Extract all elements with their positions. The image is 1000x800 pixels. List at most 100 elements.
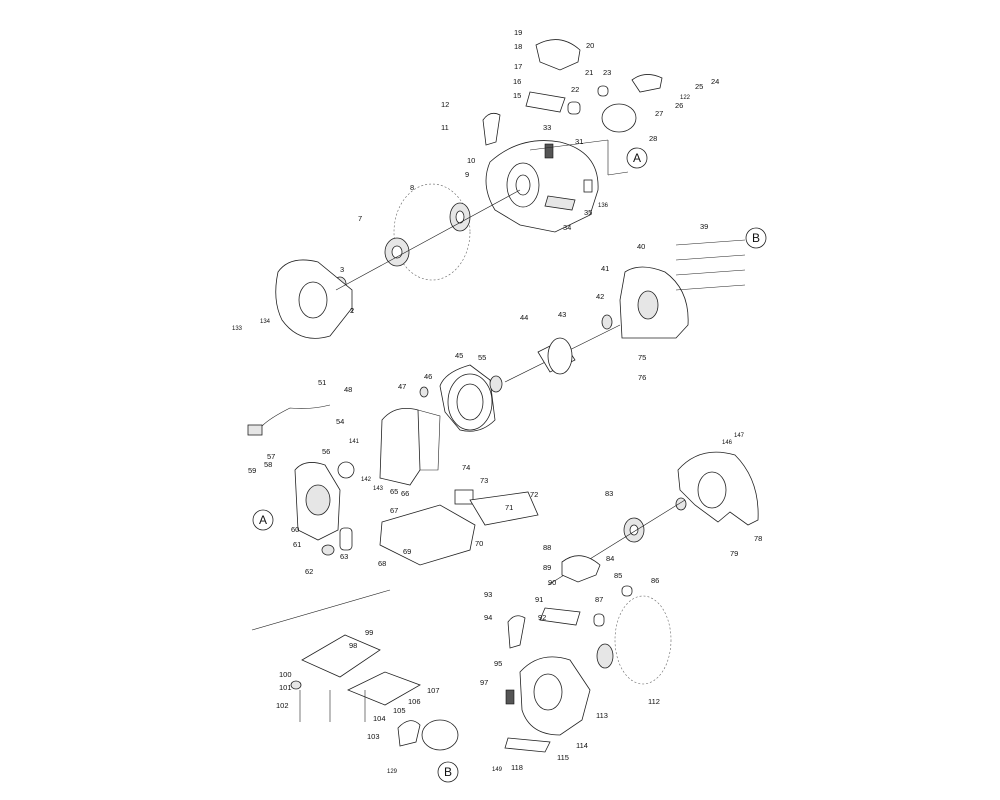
- capacitor-clamp: [321, 544, 335, 556]
- part-label-20: 20: [586, 41, 594, 50]
- switch-plate: [469, 491, 539, 526]
- part-label-67: 67: [390, 506, 398, 515]
- part-label-47: 47: [398, 382, 406, 391]
- callout-b-right: [745, 227, 767, 249]
- part-label-129: 129: [387, 769, 398, 775]
- bearing-rear: [489, 375, 503, 393]
- callout-a-top: [626, 147, 648, 169]
- switch: [454, 489, 474, 505]
- base-tray: [379, 504, 476, 566]
- part-label-62: 62: [305, 567, 313, 576]
- part-label-97: 97: [480, 678, 488, 687]
- part-label-41: 41: [601, 264, 609, 273]
- part-label-63: 63: [340, 552, 348, 561]
- motor-assembly: [247, 324, 621, 566]
- base-assembly: [251, 589, 421, 722]
- part-label-84: 84: [606, 554, 614, 563]
- part-label-75: 75: [638, 353, 646, 362]
- tongue-guard-right: [507, 615, 526, 649]
- power-plug: [247, 424, 263, 436]
- part-number-labels: 1237891011121516171819202122232425262728…: [232, 28, 762, 775]
- flange-hole: [455, 210, 465, 224]
- eye-shield-holder-right: [397, 720, 421, 747]
- leader-base: [251, 589, 391, 631]
- wheel-guard: [485, 140, 599, 233]
- shield-bracket: [525, 91, 566, 113]
- part-label-104: 104: [373, 714, 386, 723]
- bearing: [601, 314, 613, 330]
- part-label-26: 26: [675, 101, 683, 110]
- part-label-103: 103: [367, 732, 380, 741]
- bracket-bearing-seat: [637, 290, 659, 320]
- part-label-40: 40: [637, 242, 645, 251]
- grinding-wheel: [393, 183, 471, 281]
- part-label-44: 44: [520, 313, 528, 322]
- part-label-72: 72: [530, 490, 538, 499]
- part-label-79: 79: [730, 549, 738, 558]
- callout-a-left-text: A: [259, 513, 267, 527]
- part-label-106: 106: [408, 697, 421, 706]
- part-label-78: 78: [754, 534, 762, 543]
- lamp-bulb: [597, 85, 609, 97]
- part-label-87: 87: [595, 595, 603, 604]
- part-label-68: 68: [378, 559, 386, 568]
- part-label-136: 136: [598, 203, 609, 209]
- part-label-43: 43: [558, 310, 566, 319]
- part-label-99: 99: [365, 628, 373, 637]
- part-label-60: 60: [291, 525, 299, 534]
- part-label-51: 51: [318, 378, 326, 387]
- right-housing-assembly: [601, 239, 746, 339]
- part-label-42: 42: [596, 292, 604, 301]
- part-label-94: 94: [484, 613, 492, 622]
- part-label-101: 101: [279, 683, 292, 692]
- part-label-45: 45: [455, 351, 463, 360]
- eye-shield-right: [421, 719, 459, 751]
- part-label-16: 16: [513, 77, 521, 86]
- part-label-86: 86: [651, 576, 659, 585]
- part-label-107: 107: [427, 686, 440, 695]
- part-label-35: 35: [584, 208, 592, 217]
- part-label-95: 95: [494, 659, 502, 668]
- guard-hub-inner: [515, 174, 531, 196]
- stator-bore-inner: [456, 383, 484, 421]
- part-label-73: 73: [480, 476, 488, 485]
- part-label-143: 143: [373, 486, 384, 492]
- rubber-pad-tray: [347, 671, 421, 706]
- through-bolt: [675, 239, 746, 246]
- tongue-guard: [482, 112, 501, 146]
- part-label-113: 113: [596, 711, 608, 720]
- callout-a-top-text: A: [633, 151, 641, 165]
- nut: [419, 386, 429, 398]
- part-label-133: 133: [232, 326, 243, 332]
- part-label-46: 46: [424, 372, 432, 381]
- flange-outer-hole: [391, 245, 403, 259]
- spark-deflector: [544, 143, 554, 159]
- part-label-141: 141: [349, 439, 360, 445]
- part-label-31: 31: [575, 137, 583, 146]
- tool-rest: [544, 195, 576, 211]
- part-label-12: 12: [441, 100, 449, 109]
- part-label-112: 112: [648, 697, 660, 706]
- part-label-23: 23: [603, 68, 611, 77]
- part-label-74: 74: [462, 463, 470, 472]
- power-cable: [261, 404, 331, 427]
- eye-shield-holder: [631, 74, 663, 93]
- part-label-134: 134: [260, 319, 271, 325]
- guard-hub-right: [533, 673, 563, 711]
- part-label-55: 55: [478, 353, 486, 362]
- part-label-28: 28: [649, 134, 657, 143]
- wheel-nut-right: [675, 497, 687, 511]
- lower-wheel-guard-assembly: [397, 451, 759, 753]
- part-label-122: 122: [680, 95, 691, 101]
- part-label-147: 147: [734, 433, 745, 439]
- part-label-19: 19: [514, 28, 522, 37]
- part-label-48: 48: [344, 385, 352, 394]
- part-label-149: 149: [492, 767, 503, 773]
- side-cover-right-hub: [697, 471, 727, 509]
- left-bracket-seat: [305, 484, 331, 516]
- part-label-24: 24: [711, 77, 719, 86]
- part-label-22: 22: [571, 85, 579, 94]
- part-label-58: 58: [264, 460, 272, 469]
- part-label-56: 56: [322, 447, 330, 456]
- part-label-142: 142: [361, 477, 372, 483]
